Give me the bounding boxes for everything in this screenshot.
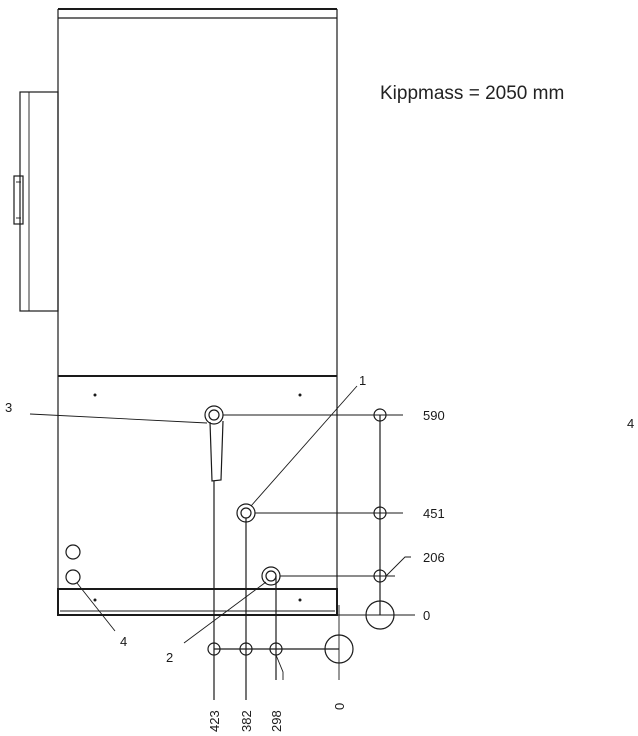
dim-horizontal-423: 423 [207, 710, 222, 732]
dim-horizontal-382: 382 [239, 710, 254, 732]
dim-horizontal-298: 298 [269, 710, 284, 732]
dim-vertical-590: 590 [423, 408, 445, 423]
dim-vertical-451: 451 [423, 506, 445, 521]
horizontal-dimension-line [207, 605, 354, 680]
cabinet-lower-section [57, 375, 338, 589]
side-flue-panel [13, 91, 59, 312]
cabinet-upper-body [57, 8, 338, 376]
dim-horizontal-0: 0 [332, 703, 347, 710]
connection-3 [29, 405, 403, 700]
connection-1 [236, 385, 403, 700]
connection-2 [183, 566, 395, 680]
callout-label-2: 2 [166, 650, 173, 665]
callout-label-1: 1 [359, 373, 366, 388]
tilt-dimension-title: Kippmass = 2050 mm [380, 83, 564, 104]
dim-vertical-0: 0 [423, 608, 430, 623]
callout-label-4-edge: 4 [627, 416, 634, 431]
cabinet-base-plinth [57, 588, 338, 616]
connection-4 [65, 544, 116, 632]
dim-vertical-206: 206 [423, 550, 445, 565]
callout-label-3: 3 [5, 400, 12, 415]
vertical-dimension-line [337, 408, 415, 630]
callout-label-4: 4 [120, 634, 127, 649]
